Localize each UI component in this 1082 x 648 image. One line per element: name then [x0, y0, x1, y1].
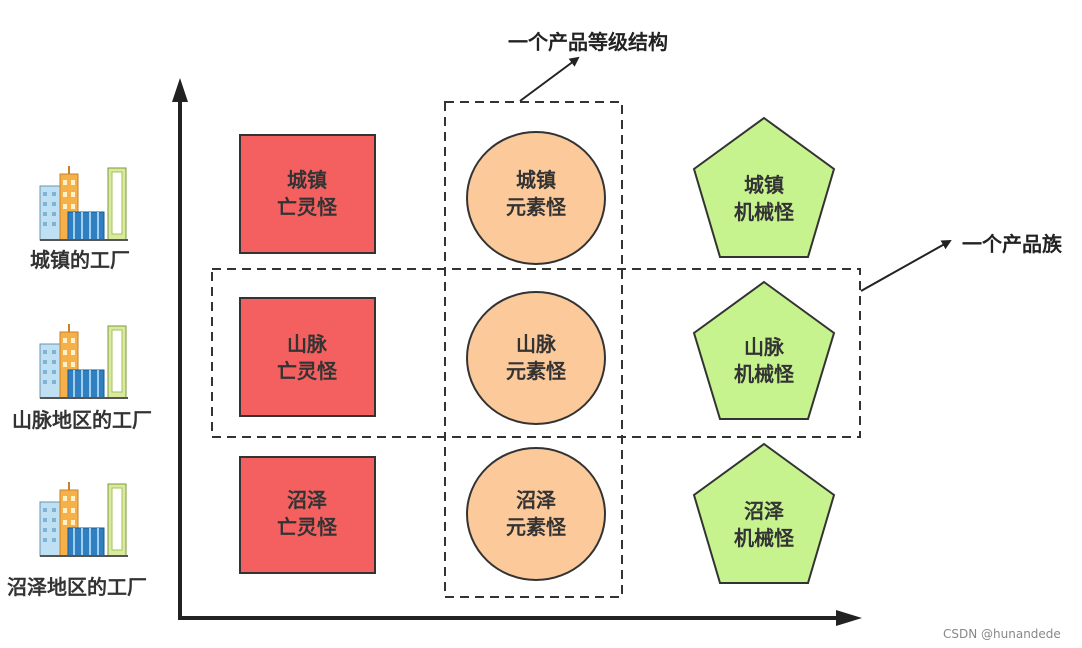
cell-place: 城镇: [744, 173, 784, 197]
product-family-box: [211, 268, 861, 438]
y-axis-arrowhead: [172, 78, 188, 102]
cell-town-elemental-label: 城镇 元素怪: [486, 167, 586, 221]
cell-monster: 元素怪: [506, 515, 566, 539]
cell-place: 沼泽: [287, 488, 327, 512]
shape-swamp-mechanical: [692, 442, 836, 584]
shape-swamp-undead: [239, 456, 376, 574]
cell-monster: 亡灵怪: [277, 515, 337, 539]
cell-mountain-elemental-label: 山脉 元素怪: [486, 331, 586, 385]
factory-label-swamp: 沼泽地区的工厂: [7, 575, 147, 599]
shape-swamp-elemental: [466, 447, 606, 581]
factory-icon-town: [39, 165, 129, 241]
cell-swamp-mechanical-label: 沼泽 机械怪: [714, 498, 814, 552]
level-callout-arrow: [519, 56, 580, 102]
cell-place: 山脉: [744, 335, 784, 359]
shape-mountain-undead: [239, 297, 376, 417]
cell-monster: 亡灵怪: [277, 359, 337, 383]
watermark: CSDN @hunandede: [943, 627, 1061, 641]
factory-label-town: 城镇的工厂: [30, 248, 130, 272]
cell-place: 沼泽: [516, 488, 556, 512]
factory-icon-mountain: [39, 323, 129, 399]
shape-mountain-elemental: [466, 291, 606, 425]
cell-place: 山脉: [287, 332, 327, 356]
shape-town-elemental: [466, 131, 606, 265]
factory-label-mountain: 山脉地区的工厂: [12, 408, 152, 432]
cell-mountain-mechanical-label: 山脉 机械怪: [714, 334, 814, 388]
cell-monster: 亡灵怪: [277, 195, 337, 219]
product-level-box: [444, 101, 623, 598]
cell-monster: 元素怪: [506, 359, 566, 383]
cell-town-undead-label: 城镇 亡灵怪: [257, 167, 357, 221]
product-level-callout: 一个产品等级结构: [508, 30, 668, 54]
shape-mountain-mechanical: [692, 280, 836, 420]
cell-place: 沼泽: [744, 499, 784, 523]
shape-town-undead: [239, 134, 376, 254]
cell-place: 城镇: [287, 168, 327, 192]
cell-town-mechanical-label: 城镇 机械怪: [714, 172, 814, 226]
cell-monster: 元素怪: [506, 195, 566, 219]
factory-icon-swamp: [39, 481, 129, 557]
cell-swamp-elemental-label: 沼泽 元素怪: [486, 487, 586, 541]
cell-monster: 机械怪: [734, 526, 794, 550]
cell-swamp-undead-label: 沼泽 亡灵怪: [257, 487, 357, 541]
cell-place: 城镇: [516, 168, 556, 192]
cell-place: 山脉: [516, 332, 556, 356]
x-axis-arrowhead: [836, 610, 862, 626]
cell-monster: 机械怪: [734, 200, 794, 224]
cell-mountain-undead-label: 山脉 亡灵怪: [257, 331, 357, 385]
cell-monster: 机械怪: [734, 362, 794, 386]
shape-town-mechanical: [692, 116, 836, 258]
family-callout-arrow: [860, 240, 952, 292]
product-family-callout: 一个产品族: [962, 232, 1062, 256]
